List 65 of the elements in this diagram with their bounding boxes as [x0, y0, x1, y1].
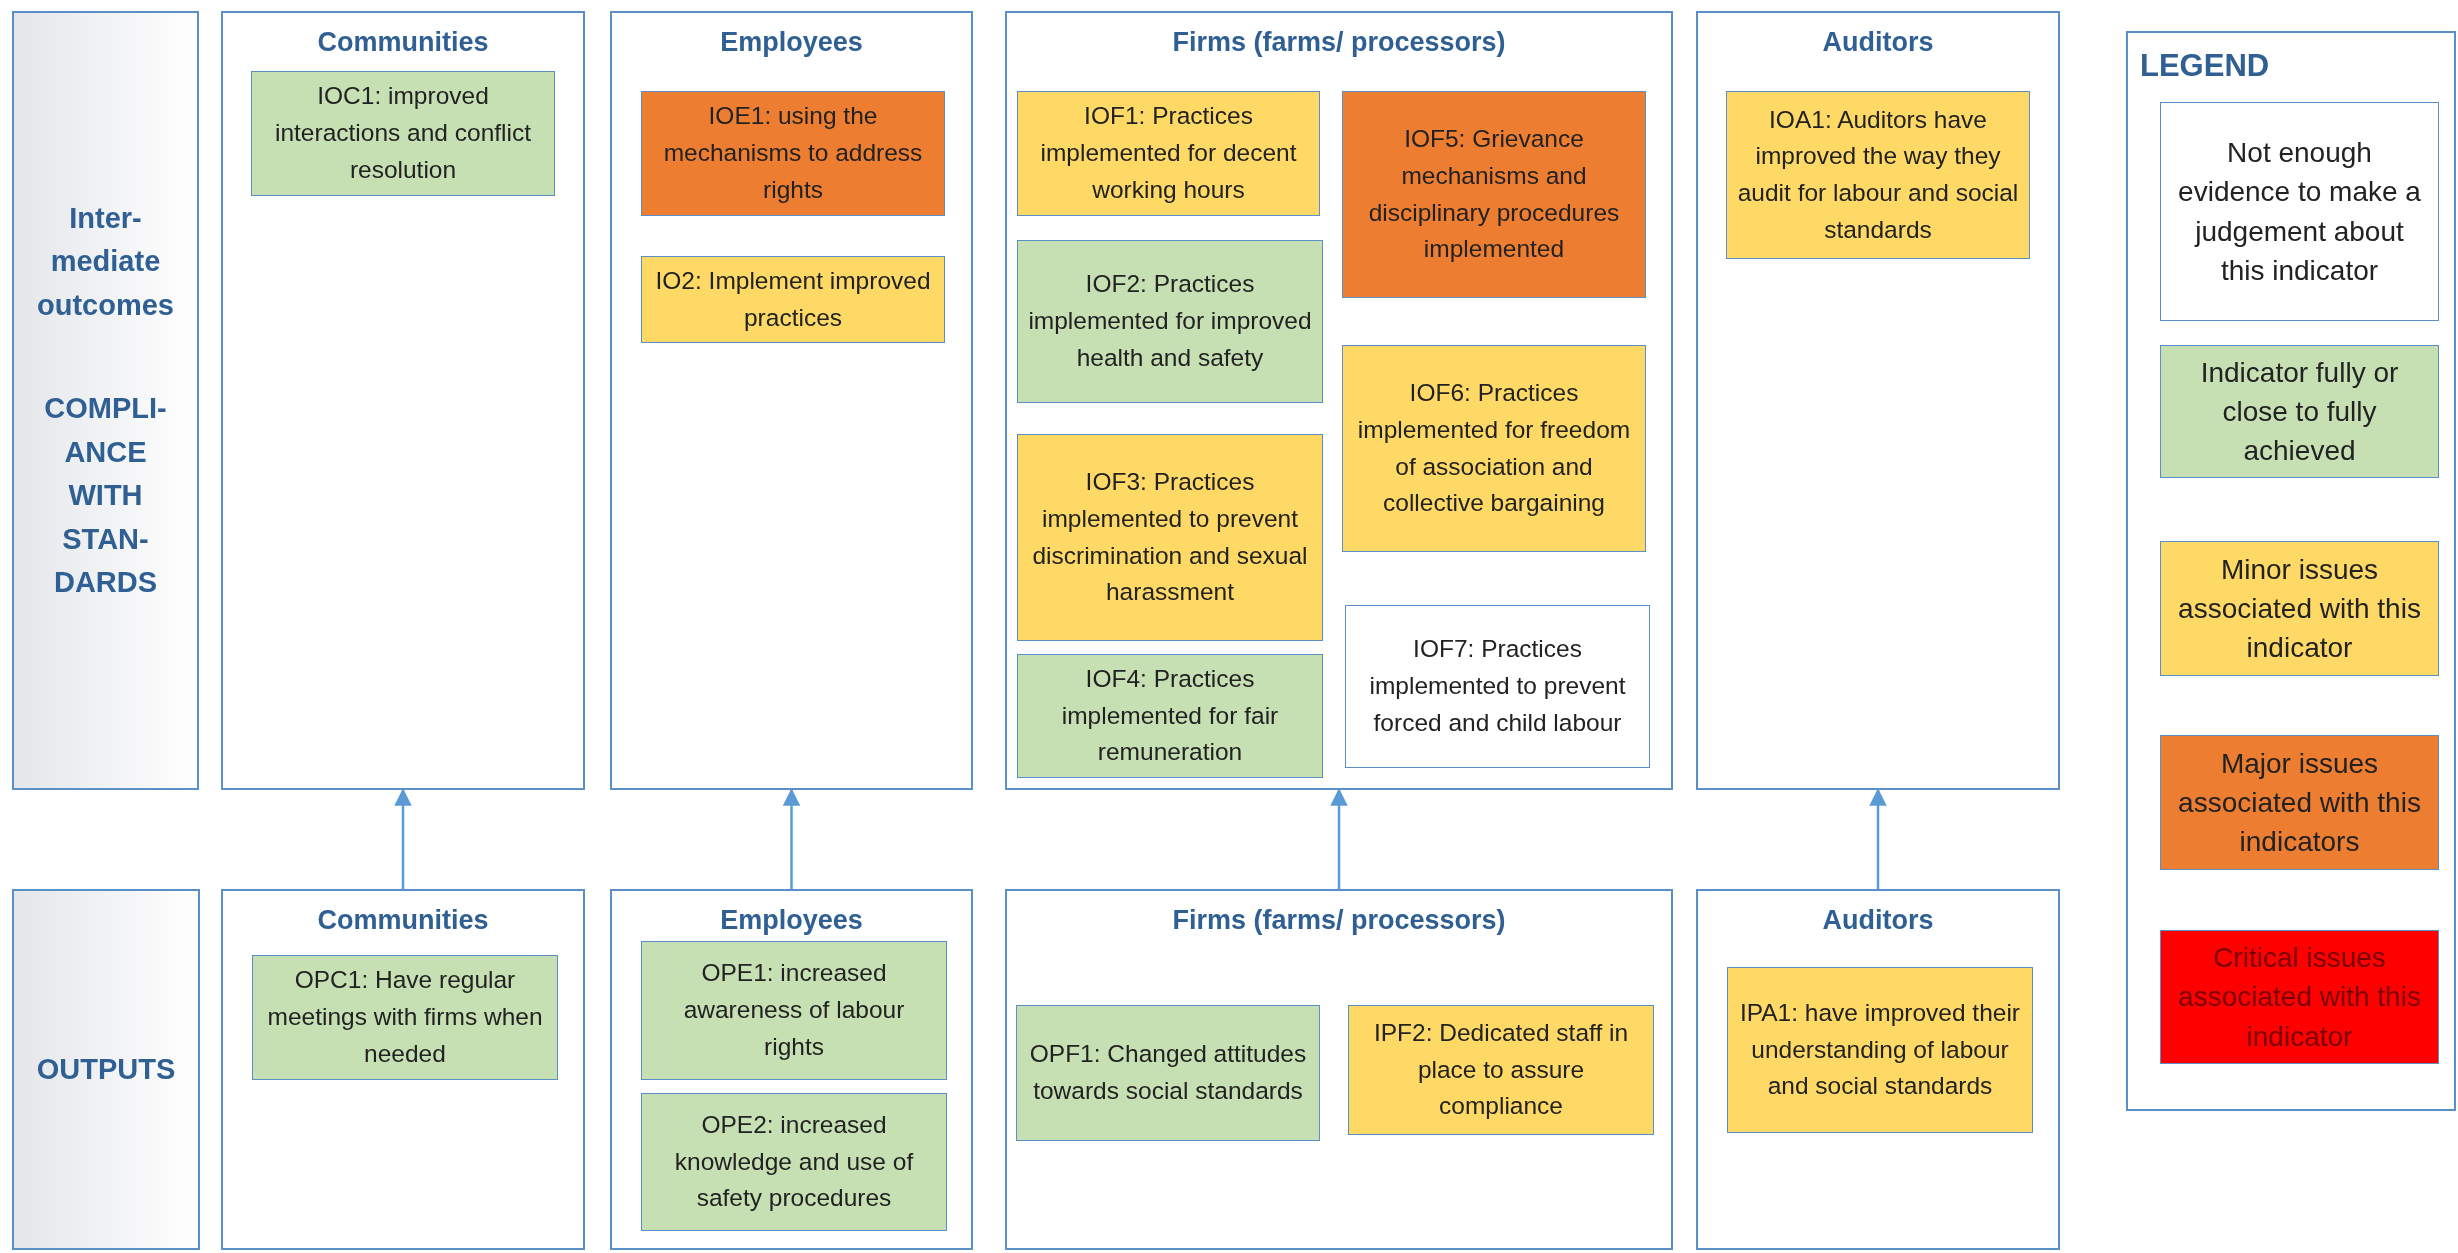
indicator-box [1342, 345, 1646, 552]
legend-text: Minor issues associated with this indicator [2177, 552, 2422, 666]
indicator-text: IOF5: Grievance mechanisms and disciplinary procedures implemented [1367, 124, 1621, 265]
indicator-text: OPE1: increased awareness of labour rights [682, 958, 906, 1062]
arrow [1869, 788, 1887, 889]
panel-heading: Firms (farms/ processors) [1171, 27, 1507, 58]
arrow [782, 788, 801, 889]
legend-text: Critical issues associated with this indicator [2177, 941, 2422, 1054]
indicator-box [251, 71, 555, 196]
indicator-box [641, 256, 945, 343]
panel-heading: Firms (farms/ processors) [1171, 905, 1507, 936]
indicator-box [1348, 1005, 1654, 1135]
legend-title: LEGEND [2140, 48, 2270, 84]
group-panel [1696, 11, 2060, 790]
indicator-text: OPF1: Changed attitudes towards social standards [1028, 1039, 1308, 1106]
group-panel [1005, 11, 1673, 790]
group-panel [221, 11, 585, 790]
group-panel [1005, 889, 1673, 1250]
indicator-box [1017, 654, 1323, 778]
group-panel [1696, 889, 2060, 1250]
indicator-text: IPA1: have improved their understanding of labour and social standards [1738, 997, 2022, 1102]
indicator-box [1727, 967, 2033, 1133]
row-header-panel [12, 11, 199, 790]
indicator-text: IOC1: improved interactions and conflict resolution [274, 81, 532, 185]
panel-heading: Auditors [1821, 905, 1935, 936]
indicator-box [641, 941, 947, 1080]
indicator-box [1342, 91, 1646, 298]
arrow [1330, 788, 1348, 889]
indicator-box [252, 955, 558, 1080]
indicator-box [1016, 1005, 1320, 1141]
indicator-text: IOF6: Practices implemented for freedom of association and collective bargaining [1356, 378, 1632, 519]
indicator-text: IOF7: Practices implemented to prevent forced and child labour [1368, 634, 1627, 738]
indicator-box [641, 1093, 947, 1231]
panel-heading: Communities [316, 27, 490, 58]
legend-text: Not enough evidence to make a judgement about this indicator [2177, 136, 2422, 288]
indicator-box [1017, 91, 1320, 216]
group-panel [610, 11, 973, 790]
indicator-text: IOE1: using the mechanisms to address rights [662, 101, 924, 205]
indicator-text: IO2: Implement improved practices [654, 265, 932, 333]
group-panel [610, 889, 973, 1250]
indicator-text: IOF4: Practices implemented for fair remuneration [1060, 663, 1280, 768]
indicator-text: OPE2: increased knowledge and use of safety procedures [673, 1109, 915, 1214]
arrow [394, 788, 412, 889]
panel-heading: Auditors [1821, 27, 1935, 58]
legend-text: Indicator fully or close to fully achieved [2199, 355, 2400, 469]
panel-heading: Employees [719, 27, 864, 58]
indicator-text: IOA1: Auditors have improved the way they audit for labour and social standards [1737, 104, 2019, 245]
group-panel [221, 889, 585, 1250]
row-header-panel [12, 889, 200, 1250]
panel-heading: Communities [316, 905, 490, 936]
row-header: COMPLI-ANCE WITH STAN-DARDS [43, 391, 168, 600]
row-header: Inter-mediate outcomes [36, 200, 175, 323]
indicator-text: IOF2: Practices implemented for improved health and safety [1028, 269, 1312, 373]
legend-text: Major issues associated with this indicators [2177, 746, 2422, 860]
indicator-text: IOF3: Practices implemented to prevent discrimination and sexual harassment [1031, 467, 1309, 608]
indicator-text: IPF2: Dedicated staff in place to assure compliance [1372, 1017, 1630, 1122]
panel-heading: Employees [719, 905, 864, 936]
row-header: OUTPUTS [36, 1051, 176, 1087]
indicator-box [1017, 240, 1323, 403]
indicator-box [641, 91, 945, 216]
indicator-box [1017, 434, 1323, 641]
indicator-text: OPC1: Have regular meetings with firms when needed [266, 965, 544, 1069]
indicator-box [1726, 91, 2030, 259]
indicator-text: IOF1: Practices implemented for decent working hours [1039, 101, 1298, 205]
indicator-box [1345, 605, 1650, 768]
